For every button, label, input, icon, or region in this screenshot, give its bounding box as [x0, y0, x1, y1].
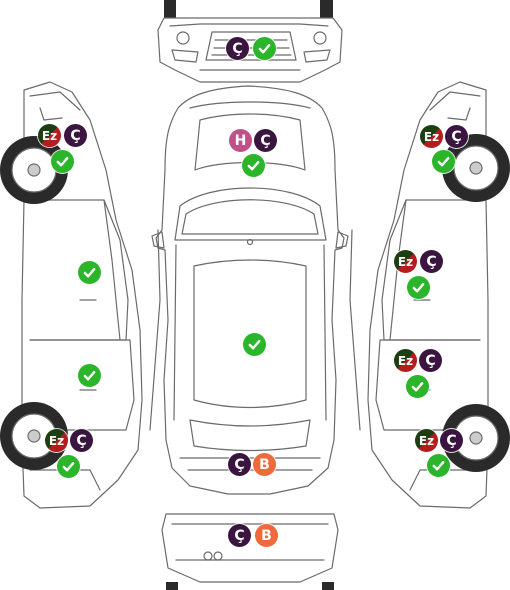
ok-check-icon[interactable]	[427, 454, 450, 477]
front-bumper-outline	[157, 0, 343, 83]
boya-badge[interactable]: H	[229, 129, 252, 152]
cizik-badge[interactable]: Ç	[70, 429, 93, 452]
ok-check-icon[interactable]	[51, 150, 74, 173]
bozuk-badge[interactable]: B	[253, 453, 276, 476]
cizik-badge[interactable]: Ç	[228, 524, 251, 547]
cizik-badge[interactable]: Ç	[419, 349, 442, 372]
ok-check-icon[interactable]	[78, 364, 101, 387]
ok-check-icon[interactable]	[253, 37, 276, 60]
bozuk-badge[interactable]: B	[255, 524, 278, 547]
ezik-badge[interactable]: Ez	[420, 125, 443, 148]
ezik-badge[interactable]: Ez	[415, 429, 438, 452]
ezik-badge[interactable]: Ez	[38, 124, 61, 147]
ezik-badge[interactable]: Ez	[394, 250, 417, 273]
cizik-badge[interactable]: Ç	[420, 250, 443, 273]
ezik-badge[interactable]: Ez	[394, 349, 417, 372]
top-view-outline	[151, 85, 349, 495]
ok-check-icon[interactable]	[407, 276, 430, 299]
cizik-badge[interactable]: Ç	[64, 124, 87, 147]
cizik-badge[interactable]: Ç	[226, 37, 249, 60]
rear-bumper-outline	[161, 513, 339, 590]
ok-check-icon[interactable]	[57, 455, 80, 478]
ok-check-icon[interactable]	[242, 154, 265, 177]
ok-check-icon[interactable]	[406, 375, 429, 398]
cizik-badge[interactable]: Ç	[228, 453, 251, 476]
cizik-badge[interactable]: Ç	[440, 429, 463, 452]
ok-check-icon[interactable]	[243, 333, 266, 356]
cizik-badge[interactable]: Ç	[445, 125, 468, 148]
ok-check-icon[interactable]	[78, 261, 101, 284]
cizik-badge[interactable]: Ç	[254, 129, 277, 152]
ok-check-icon[interactable]	[432, 150, 455, 173]
ezik-badge[interactable]: Ez	[45, 429, 68, 452]
